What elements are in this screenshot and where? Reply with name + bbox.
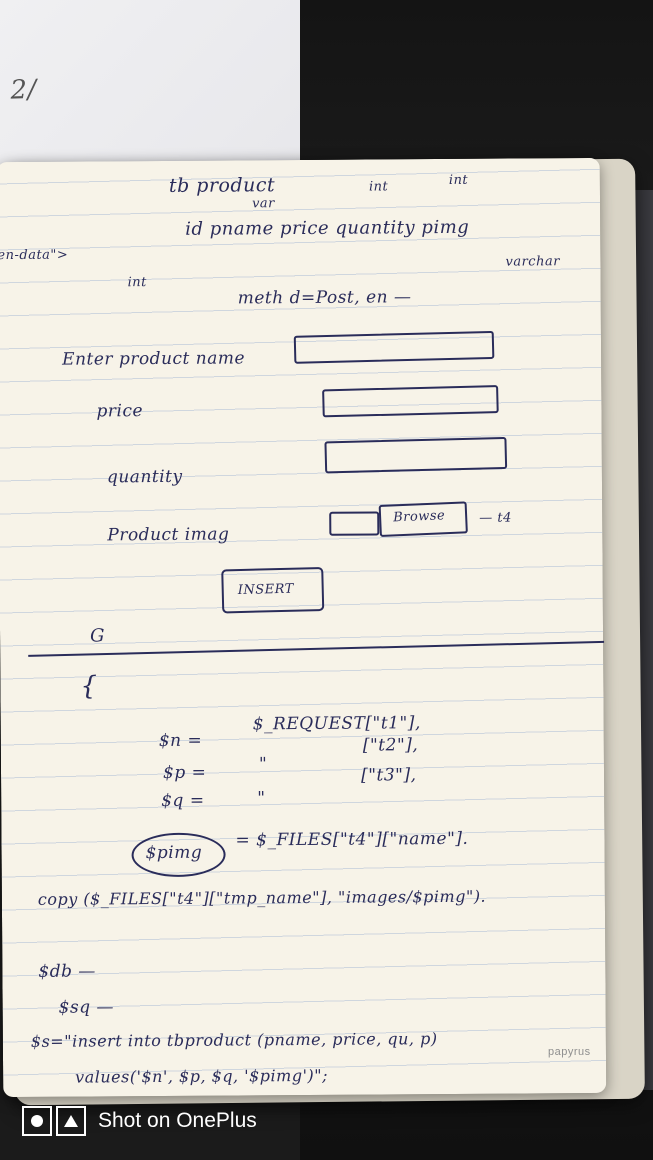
- code-insert-query: $s="insert into tbproduct (pname, price,…: [30, 1029, 438, 1051]
- notebook-brand-logo: papyrus: [548, 1046, 591, 1058]
- code-copy-line: copy ($_FILES["t4"]["tmp_name"], "images…: [37, 886, 487, 909]
- code-ditto: ": [258, 754, 268, 775]
- textbox-product-name: [293, 330, 495, 364]
- code-var-q: $q =: [161, 790, 205, 811]
- code-ditto: ": [257, 788, 266, 809]
- type-annotation-varchar: varchar: [505, 254, 560, 270]
- code-sql-var: $sq —: [58, 997, 115, 1018]
- oneplus-camera-icon: [22, 1106, 86, 1136]
- code-db-var: $db —: [38, 961, 96, 982]
- type-annotation-var: var: [251, 196, 275, 212]
- insert-button-sketch: INSERT: [221, 566, 325, 614]
- code-var-p: $p =: [162, 762, 207, 783]
- insert-label: INSERT: [237, 581, 295, 599]
- background-scribble: 2/: [9, 74, 38, 106]
- circled-variable: $pimg: [131, 832, 226, 878]
- code-request-q: ["t3"],: [360, 765, 417, 786]
- textbox-price: [322, 385, 499, 418]
- watermark-text: Shot on OnePlus: [98, 1109, 257, 1132]
- type-annotation-int: int: [448, 172, 469, 188]
- browse-note: — t4: [479, 510, 512, 526]
- table-columns: id pname price quantity pimg: [185, 216, 470, 240]
- file-input-box: [329, 511, 380, 536]
- code-marker: G: [89, 625, 106, 647]
- form-enctype-note: en-data">: [0, 247, 69, 264]
- separator-line: [28, 640, 605, 657]
- type-annotation-int: int: [127, 275, 147, 291]
- type-annotation-int: int: [368, 179, 389, 195]
- form-method: meth d=Post, en —: [237, 287, 412, 309]
- table-title: tb product: [168, 174, 276, 197]
- code-open-brace: {: [80, 671, 98, 702]
- label-product-image: Product imag: [107, 524, 230, 546]
- code-files-name: = $_FILES["t4"]["name"].: [235, 828, 469, 851]
- code-var-n: $n =: [158, 730, 203, 751]
- label-product-name: Enter product name: [62, 348, 246, 370]
- label-price: price: [96, 401, 144, 422]
- code-request-n: $_REQUEST["t1"],: [252, 713, 421, 735]
- browse-button-sketch: Browse: [378, 501, 468, 537]
- textbox-quantity: [324, 436, 508, 474]
- code-var-pimg: $pimg: [145, 842, 203, 864]
- code-values-line: values('$n', $p, $q, '$pimg')";: [75, 1065, 329, 1087]
- notebook-page: tb product int int var id pname price qu…: [0, 157, 607, 1098]
- browse-label: Browse: [392, 508, 446, 526]
- code-request-p: ["t2"],: [362, 735, 419, 756]
- camera-watermark: Shot on OnePlus: [22, 1104, 257, 1138]
- label-quantity: quantity: [106, 466, 183, 488]
